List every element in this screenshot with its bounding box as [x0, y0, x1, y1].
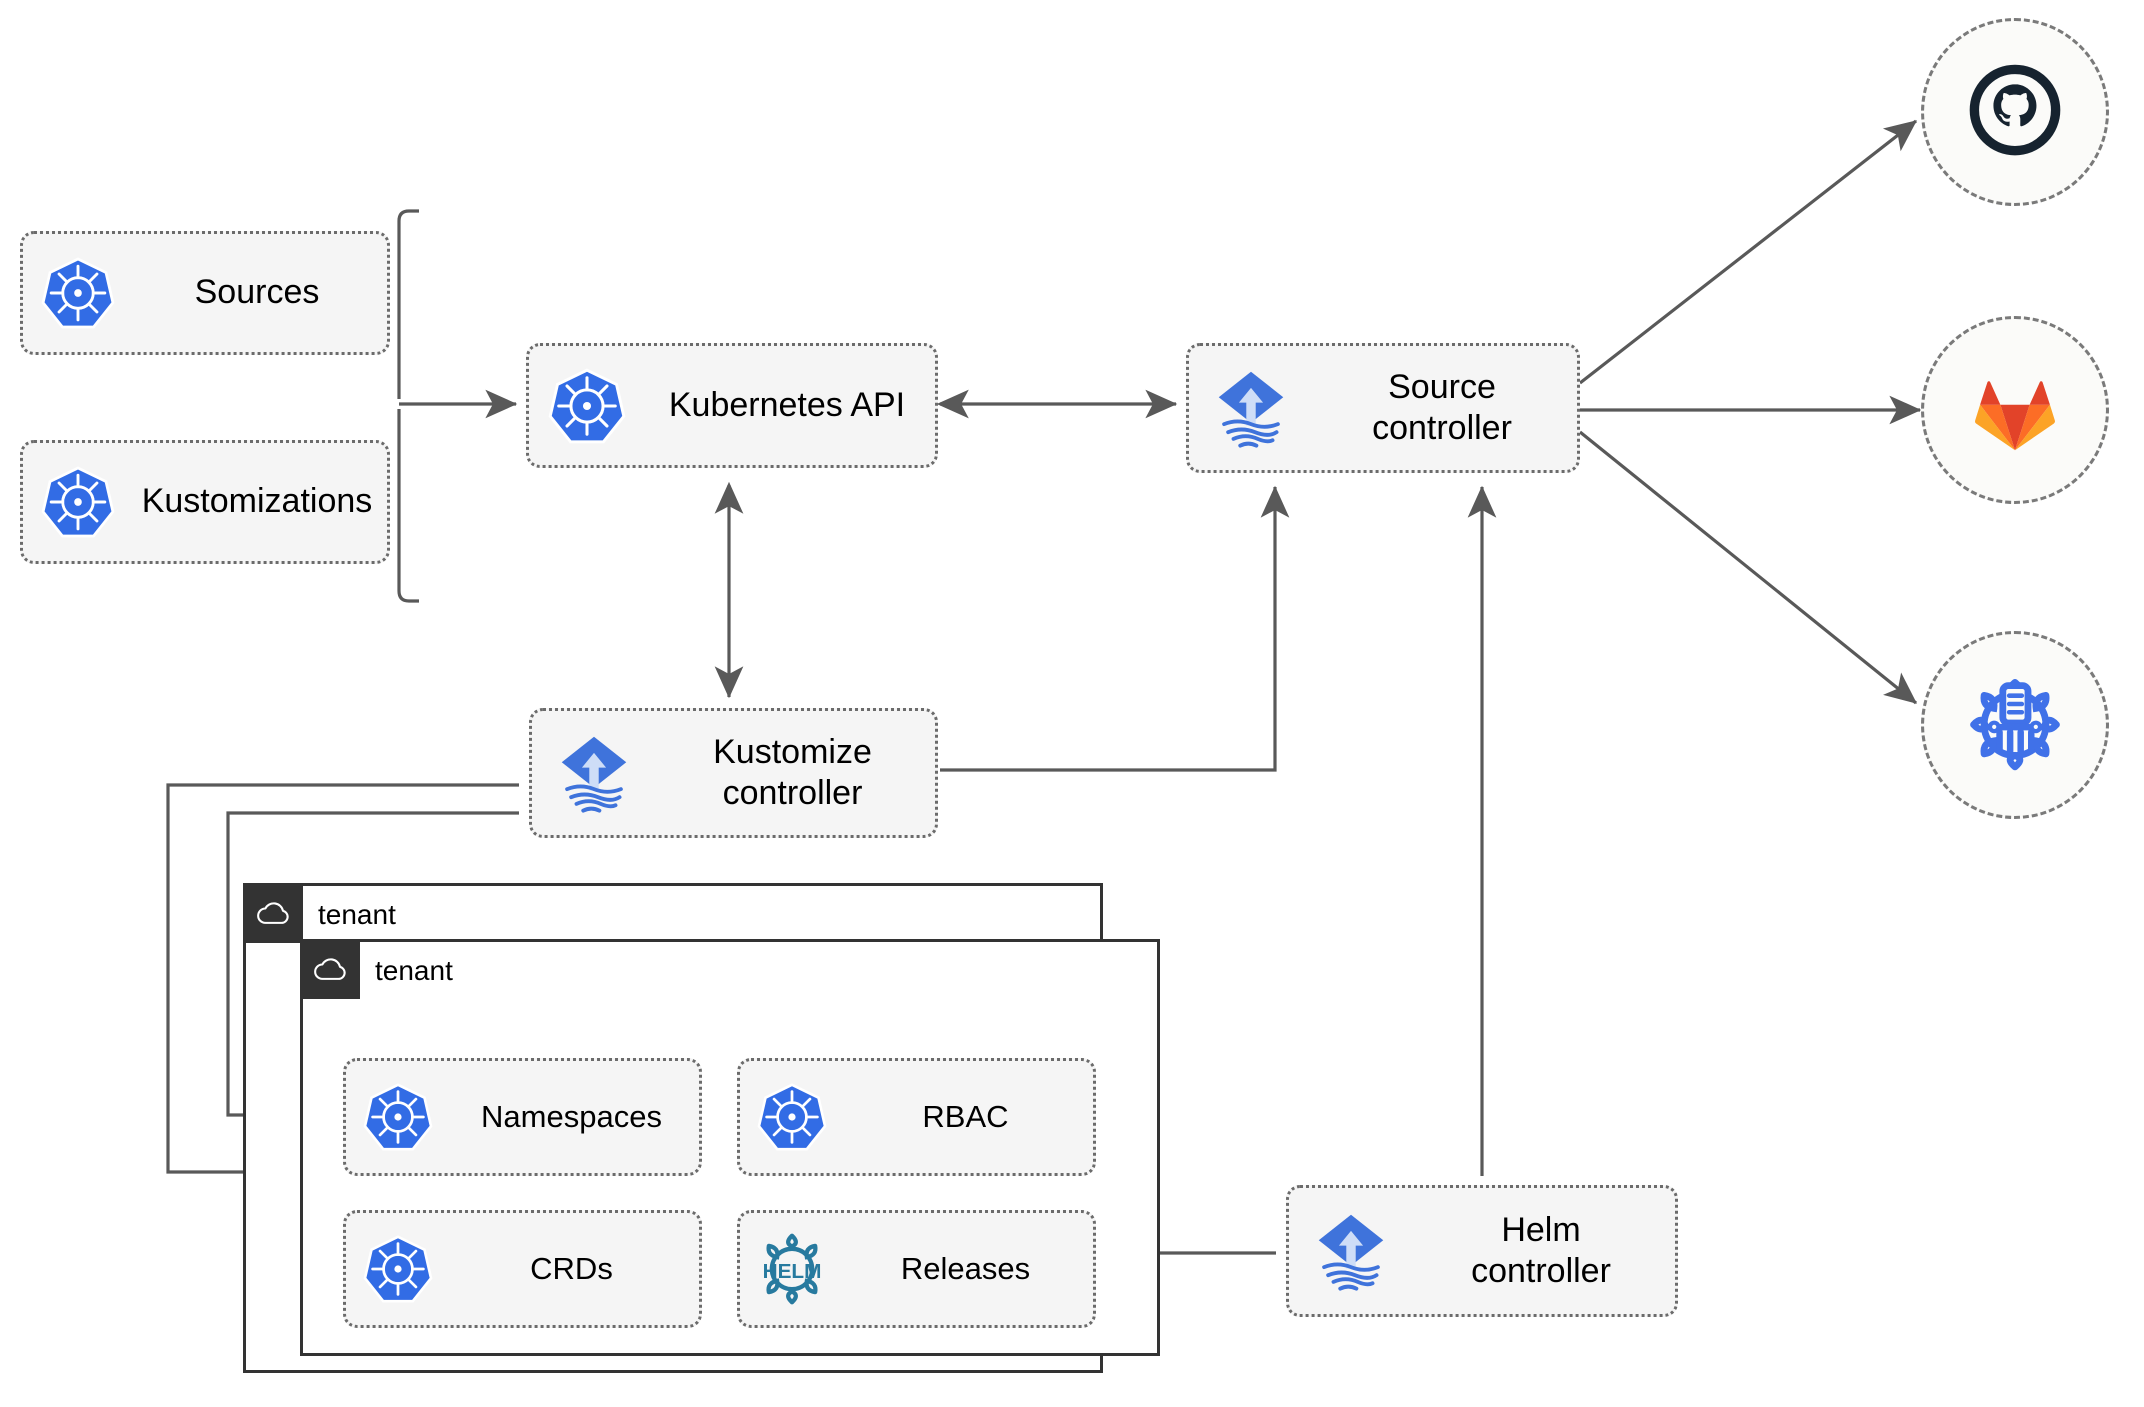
node-namespaces-label: Namespaces	[481, 1099, 662, 1135]
tenant-container-inner[interactable]: tenant	[300, 939, 1160, 1356]
repo-chartmuseum[interactable]	[1921, 631, 2109, 819]
kubernetes-icon	[529, 367, 645, 445]
kubernetes-icon	[23, 465, 133, 539]
node-helm-controller-label: Helm controller	[1471, 1210, 1611, 1290]
edge-kustomize-to-source	[940, 485, 1290, 772]
flux-icon	[1189, 365, 1313, 451]
node-source-controller-label: Source controller	[1372, 367, 1512, 447]
node-sources-label: Sources	[194, 273, 320, 312]
node-kubernetes-api-label: Kubernetes API	[668, 385, 906, 424]
repo-github[interactable]	[1921, 18, 2109, 206]
node-crds[interactable]: CRDs	[343, 1210, 702, 1328]
node-crds-label: CRDs	[530, 1251, 613, 1287]
cloud-icon	[300, 939, 360, 999]
node-rbac[interactable]: RBAC	[737, 1058, 1096, 1176]
kubernetes-icon	[346, 1234, 450, 1304]
node-kustomize-controller[interactable]: Kustomize controller	[529, 708, 938, 838]
flux-icon	[1289, 1208, 1413, 1294]
node-kustomize-controller-label: Kustomize controller	[713, 732, 872, 812]
node-releases-label: Releases	[900, 1251, 1031, 1287]
node-kustomizations[interactable]: Kustomizations	[20, 440, 390, 564]
svg-text:HELM: HELM	[763, 1260, 822, 1283]
node-namespaces[interactable]: Namespaces	[343, 1058, 702, 1176]
kubernetes-icon	[346, 1082, 450, 1152]
kubernetes-icon	[740, 1082, 844, 1152]
node-releases[interactable]: HELM Releases	[737, 1210, 1096, 1328]
kubernetes-icon	[23, 256, 133, 330]
node-source-controller[interactable]: Source controller	[1186, 343, 1580, 473]
gitlab-icon	[1963, 356, 2067, 465]
edge-source-to-github	[1579, 119, 1918, 385]
chartmuseum-icon	[1963, 671, 2067, 780]
repo-gitlab[interactable]	[1921, 316, 2109, 504]
github-icon	[1965, 60, 2065, 165]
cloud-icon	[243, 883, 303, 943]
bracket-bottom	[397, 409, 419, 603]
node-rbac-label: RBAC	[922, 1099, 1009, 1135]
bracket-top	[397, 209, 419, 399]
node-kubernetes-api[interactable]: Kubernetes API	[526, 343, 938, 468]
flux-icon	[532, 730, 656, 816]
node-kustomizations-label: Kustomizations	[141, 482, 373, 521]
helm-icon: HELM	[740, 1231, 844, 1307]
node-helm-controller[interactable]: Helm controller	[1286, 1185, 1678, 1317]
edge-source-to-chartmuseum	[1578, 430, 1918, 705]
node-sources[interactable]: Sources	[20, 231, 390, 355]
tenant-label: tenant	[318, 898, 396, 930]
tenant-label: tenant	[375, 954, 453, 986]
